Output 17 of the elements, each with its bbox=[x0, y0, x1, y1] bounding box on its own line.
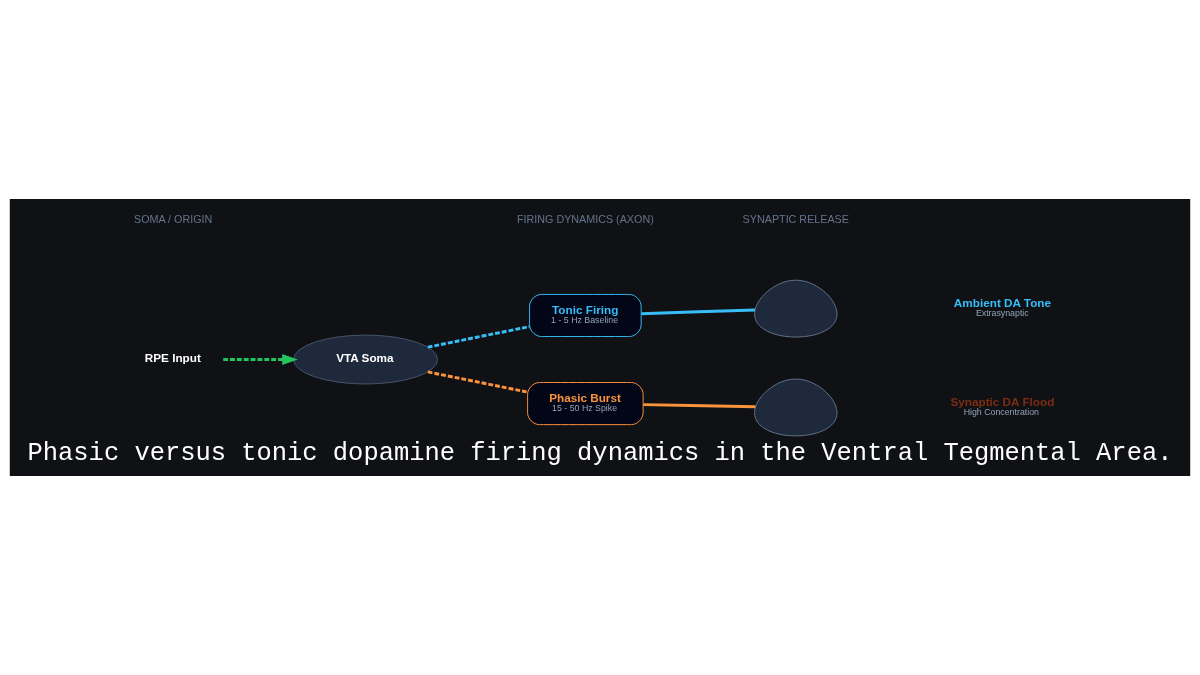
node-ellipse: VTA Soma bbox=[293, 334, 439, 385]
node-cloud bbox=[754, 279, 838, 338]
label: SOMA / ORIGIN bbox=[134, 213, 213, 226]
label: SYNAPTIC RELEASE bbox=[742, 213, 849, 226]
diagram-title: Phasic versus tonic dopamine firing dynamics in the Ventral Tegmental Area. bbox=[27, 439, 1173, 469]
node-text: Ambient DA Tone Extrasynaptic bbox=[953, 295, 1052, 319]
connector bbox=[641, 308, 756, 316]
connector bbox=[427, 325, 530, 349]
node-box: Tonic Firing 1 - 5 Hz Baseline bbox=[529, 293, 642, 337]
label: FIRING DYNAMICS (AXON) bbox=[516, 213, 654, 226]
arrow bbox=[223, 354, 298, 366]
node-text: Synaptic DA Flood High Concentration bbox=[950, 394, 1055, 418]
connector bbox=[643, 403, 756, 409]
node-text: RPE Input bbox=[144, 350, 201, 364]
node-box: Phasic Burst 15 - 50 Hz Spike bbox=[527, 382, 644, 426]
connector bbox=[427, 370, 528, 394]
node-cloud bbox=[754, 378, 838, 437]
